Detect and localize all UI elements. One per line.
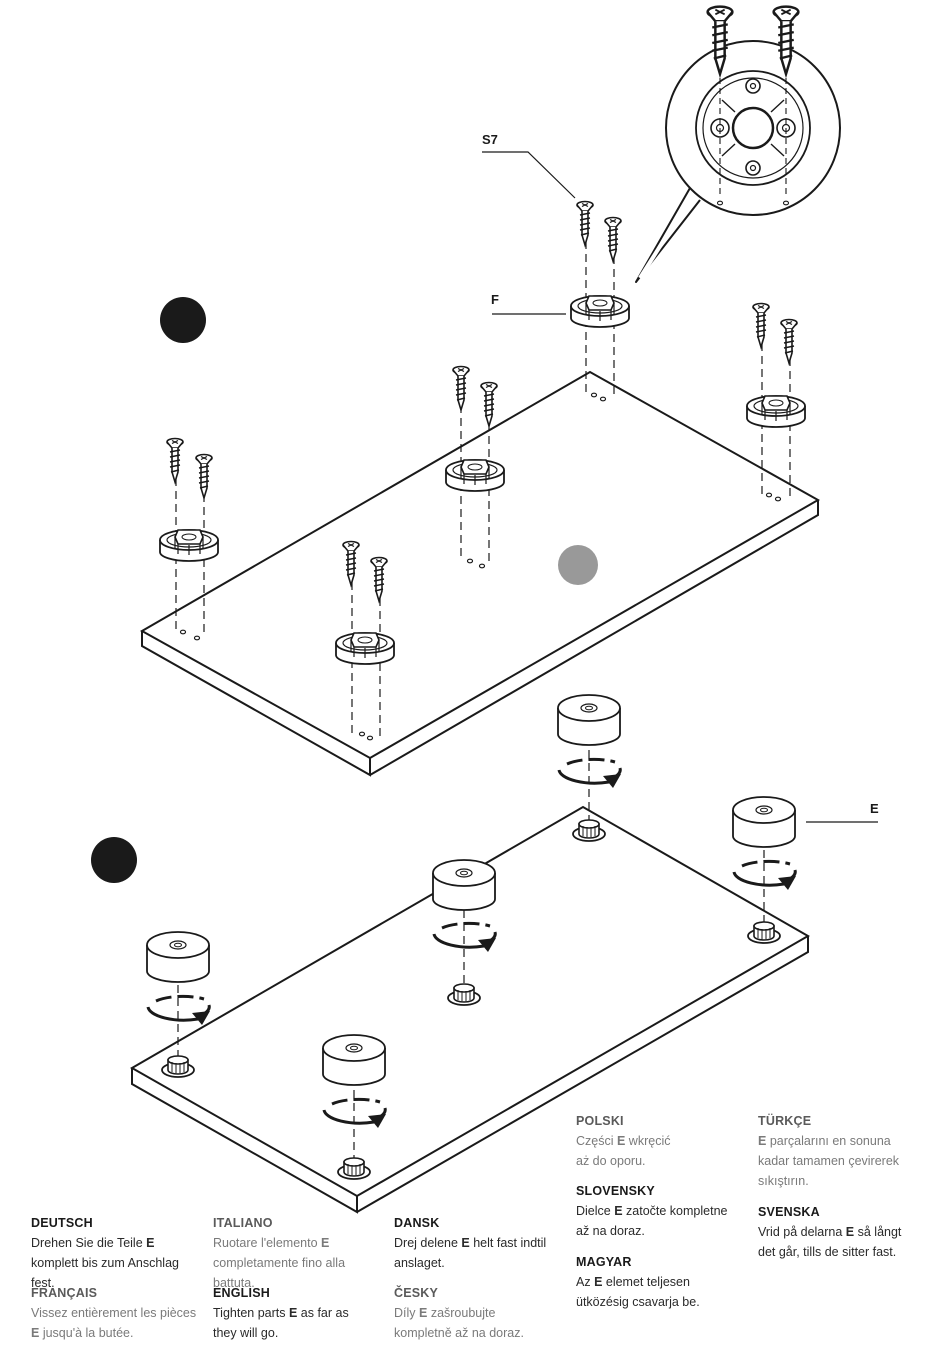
pilot-holes (179, 392, 782, 741)
guide-lines-lower (177, 750, 765, 1160)
instruction-svenska: SVENSKA Vrid på delarna E så långt det g… (758, 1205, 902, 1259)
instruction-deutsch: DEUTSCH Drehen Sie die Teile E komplett … (31, 1216, 179, 1290)
detail-bubble (635, 5, 841, 283)
leader-lines (482, 151, 878, 823)
step-marker-2 (91, 837, 137, 883)
callout-s7: S7 (482, 132, 498, 147)
instruction-francais: FRANÇAIS Vissez entièrement les pièces E… (31, 1286, 197, 1340)
instruction-slovensky: SLOVENSKY Dielce E zatočte kompletne až … (576, 1184, 728, 1238)
instruction-cesky: ČESKY Díly E zašroubujte kompletně až na… (394, 1286, 524, 1340)
callout-f: F (491, 292, 499, 307)
upper-board (139, 370, 821, 777)
instruction-english: ENGLISH Tighten parts E as far as they w… (213, 1286, 349, 1340)
instruction-italiano: ITALIANO Ruotare l'elemento E completame… (213, 1216, 346, 1290)
reference-marker-1 (558, 545, 598, 585)
step-marker-1 (160, 297, 206, 343)
instruction-turkce: TÜRKÇE E parçalarını en sonuna kadar tam… (758, 1114, 900, 1188)
instruction-dansk: DANSK Drej delene E helt fast indtil ans… (394, 1216, 547, 1270)
instruction-polski: POLSKI Części E wkręcić aż do oporu. (576, 1114, 671, 1168)
callout-e: E (870, 801, 879, 816)
guide-lines-upper (175, 241, 791, 738)
instruction-magyar: MAGYAR Az E elemet teljesen ütközésig cs… (576, 1255, 700, 1309)
